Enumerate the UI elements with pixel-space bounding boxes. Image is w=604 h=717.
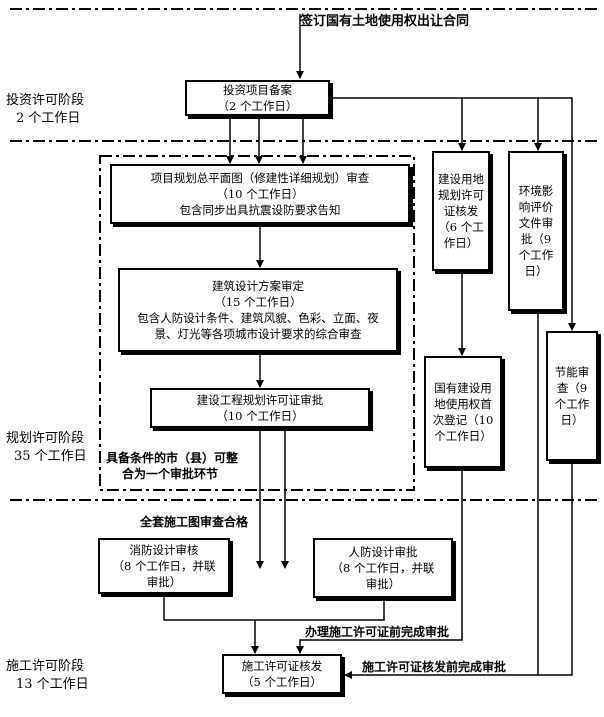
master-plan-note: 包含同步出具抗震设防要求告知 (179, 203, 341, 217)
land-use-permit-text: 建设用地规划许可证核发（6 个工作日） (438, 172, 484, 250)
arrow-civil-merge (255, 599, 385, 621)
stage-construction-name: 施工许可阶段 (6, 659, 85, 674)
stage-investment: 投资许可阶段 2 个工作日 (6, 92, 84, 128)
stage-planning-name: 规划许可阶段 (6, 431, 85, 446)
engineering-permit-box: 建设工程规划许可证审批 （10 个工作日） (150, 388, 370, 428)
before-permit-handling-note: 办理施工许可证前完成审批 (305, 625, 450, 639)
arrow-energy-to-permit (538, 462, 573, 676)
design-scheme-duration: （15 个工作日） (214, 295, 302, 309)
merge-note: 具备条件的市（县）可整 合为一个审批环节 (106, 450, 239, 482)
design-scheme-note-1: 包含人防设计条件、建筑风貌、色彩、立面、夜 (137, 311, 379, 325)
design-scheme-title: 建筑设计方案审定 (212, 279, 304, 293)
arrow-filing-to-energy (538, 97, 576, 331)
stage-planning: 规划许可阶段 35 个工作日 (6, 430, 87, 466)
engineering-permit-title: 建设工程规划许可证审批 (196, 393, 324, 407)
arrow-filing-to-landuse (330, 97, 466, 151)
env-assessment-box: 环境影响评价文件审批（9 个工作日） (508, 151, 564, 311)
civil-defense-box: 人防设计审批 （8 个工作日，并联 审批） (313, 538, 453, 598)
engineering-permit-duration: （10 个工作日） (216, 409, 304, 423)
contract-label: 签订国有土地使用权出让合同 (300, 14, 470, 29)
project-filing-box: 投资项目备案 （2 个工作日） (185, 80, 330, 116)
civil-defense-suffix: 审批） (365, 577, 401, 591)
stage-investment-name: 投资许可阶段 (6, 93, 85, 108)
master-plan-box: 项目规划总平面图（修建性详细规划）审查 （10 个工作日） 包含同步出具抗震设防… (110, 164, 410, 224)
project-filing-duration: （2 个工作日） (217, 99, 298, 113)
before-permit-issuance-note: 施工许可证核发前完成审批 (362, 660, 507, 674)
fire-design-suffix: 审批） (146, 575, 182, 589)
civil-defense-title: 人防设计审批 (348, 545, 418, 559)
land-registration-text: 国有建设用地使用权首次登记（10 个工作日） (432, 381, 494, 443)
stage-planning-duration: 35 个工作日 (14, 449, 87, 464)
design-scheme-box: 建筑设计方案审定 （15 个工作日） 包含人防设计条件、建筑风貌、色彩、立面、夜… (118, 268, 398, 352)
arrow-registration-to-permit (296, 470, 463, 654)
land-use-permit-box: 建设用地规划许可证核发（6 个工作日） (432, 151, 490, 271)
fire-design-box: 消防设计审核 （8 个工作日，并联 审批） (98, 538, 230, 594)
master-plan-duration: （10 个工作日） (216, 187, 304, 201)
land-registration-box: 国有建设用地使用权首次登记（10 个工作日） (424, 356, 502, 468)
merge-note-line1: 具备条件的市（县）可整 (106, 451, 239, 465)
stage-construction: 施工许可阶段 13 个工作日 (6, 658, 89, 694)
construction-permit-duration: （5 个工作日） (242, 675, 322, 689)
env-assessment-text: 环境影响评价文件审批（9 个工作日） (518, 184, 554, 278)
energy-review-box: 节能审查（9 个工作日） (546, 331, 598, 461)
fire-design-duration: （8 个工作日，并联 (112, 559, 216, 573)
civil-defense-duration: （8 个工作日，并联 (331, 561, 435, 575)
drawing-review-note: 全套施工图审查合格 (140, 514, 249, 530)
stage-investment-duration: 2 个工作日 (16, 111, 81, 126)
arrow-fire-merge (163, 595, 255, 621)
merge-note-line2: 合为一个审批环节 (122, 467, 219, 481)
construction-permit-title: 施工许可证核发 (241, 659, 323, 673)
fire-design-title: 消防设计审核 (129, 543, 199, 557)
design-scheme-note-2: 景、灯光等各项城市设计要求的综合审查 (154, 327, 362, 341)
stage-construction-duration: 13 个工作日 (16, 677, 89, 692)
project-filing-title: 投资项目备案 (223, 83, 292, 97)
arrow-filing-to-env (462, 97, 542, 151)
master-plan-title: 项目规划总平面图（修建性详细规划）审查 (150, 171, 370, 185)
construction-permit-box: 施工许可证核发 （5 个工作日） (222, 654, 342, 694)
energy-review-text: 节能审查（9 个工作日） (554, 365, 590, 427)
